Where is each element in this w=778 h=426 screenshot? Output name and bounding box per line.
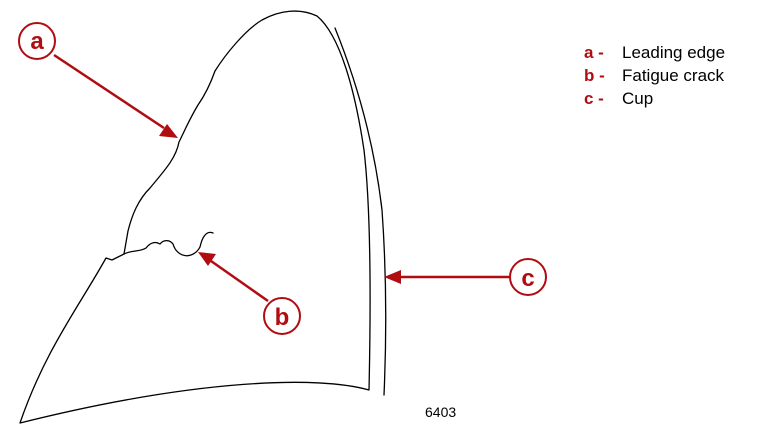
legend-item-fatigue-crack: b - Fatigue crack bbox=[584, 64, 725, 87]
arrow-a-line bbox=[53, 53, 165, 130]
callout-circle-a bbox=[18, 22, 56, 60]
callout-circle-c bbox=[509, 258, 547, 296]
blade-outline bbox=[19, 10, 371, 424]
callout-a: a bbox=[18, 22, 178, 138]
callout-letter-b: b bbox=[275, 304, 290, 331]
callout-b: b bbox=[198, 252, 301, 335]
legend-key: c - bbox=[584, 89, 604, 108]
legend-label: Leading edge bbox=[622, 43, 726, 62]
cup-edge bbox=[334, 27, 387, 396]
legend-item-cup: c - Cup bbox=[584, 87, 725, 110]
arrow-b-line bbox=[210, 259, 269, 303]
arrow-a-head bbox=[159, 124, 178, 138]
callout-circle-b bbox=[263, 297, 301, 335]
arrow-c-head bbox=[384, 270, 401, 284]
fatigue-crack bbox=[123, 231, 214, 257]
legend-label: Fatigue crack bbox=[622, 66, 725, 85]
legend: a - Leading edge b - Fatigue crack c - Cup bbox=[584, 41, 725, 110]
legend-key: a - bbox=[584, 43, 604, 62]
callout-c: c bbox=[384, 258, 547, 296]
legend-item-leading-edge: a - Leading edge bbox=[584, 41, 725, 64]
callout-letter-a: a bbox=[30, 28, 44, 55]
legend-key: b - bbox=[584, 66, 605, 85]
arrow-b-head bbox=[198, 252, 216, 266]
figure-number: 6403 bbox=[425, 404, 456, 420]
propeller-blade bbox=[19, 10, 387, 424]
legend-label: Cup bbox=[622, 89, 654, 108]
callout-letter-c: c bbox=[521, 265, 534, 292]
